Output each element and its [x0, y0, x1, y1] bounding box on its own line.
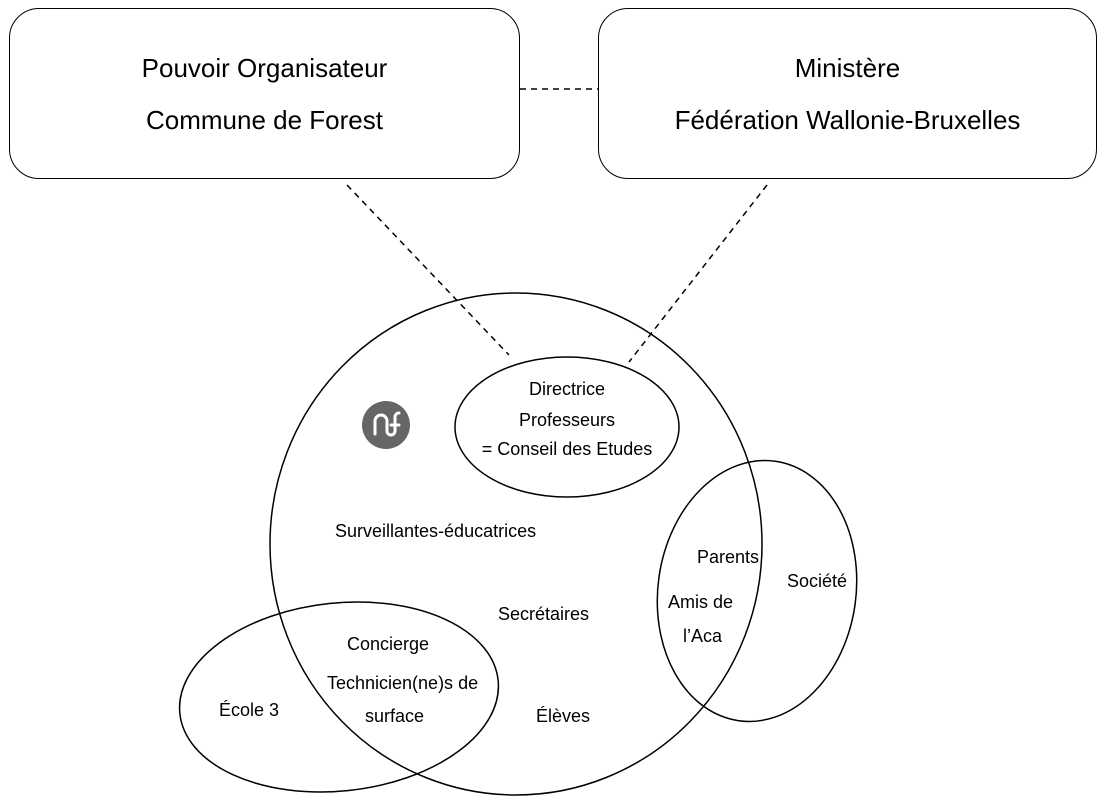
techniciens-label-line2: surface [365, 706, 425, 726]
direction-label-professeurs: Professeurs [518, 410, 616, 430]
ecole3-ellipse [178, 601, 500, 793]
techniciens-label-line1: Technicien(ne)s de [327, 673, 479, 693]
connector-right-to-direction [628, 184, 768, 363]
direction-ellipse [454, 356, 680, 498]
eleves-label: Élèves [536, 706, 591, 726]
direction-label-conseil: = Conseil des Etudes [481, 439, 653, 459]
amis-label-line2: l’Aca [683, 626, 723, 646]
af-logo-icon [362, 401, 410, 449]
surveillantes-label: Surveillantes-éducatrices [335, 521, 537, 541]
commune-de-forest-label: Commune de Forest [146, 104, 383, 135]
ministere-title: Ministère [794, 52, 901, 83]
pouvoir-organisateur-box: Pouvoir Organisateur Commune de Forest [9, 8, 520, 179]
secretaires-label: Secrétaires [498, 604, 590, 624]
school-circle [269, 292, 763, 796]
parents-label: Parents [697, 547, 760, 567]
connector-left-to-direction [346, 184, 510, 356]
direction-label-directrice: Directrice [528, 379, 605, 399]
amis-label-line1: Amis de [668, 592, 734, 612]
federation-wallonie-bruxelles-label: Fédération Wallonie-Bruxelles [674, 104, 1021, 135]
ecole3-label: École 3 [219, 700, 280, 720]
society-ellipse [656, 459, 858, 723]
ministere-box: Ministère Fédération Wallonie-Bruxelles [598, 8, 1097, 179]
societe-label: Société [787, 571, 848, 591]
pouvoir-organisateur-title: Pouvoir Organisateur [141, 52, 388, 83]
concierge-label: Concierge [347, 634, 430, 654]
